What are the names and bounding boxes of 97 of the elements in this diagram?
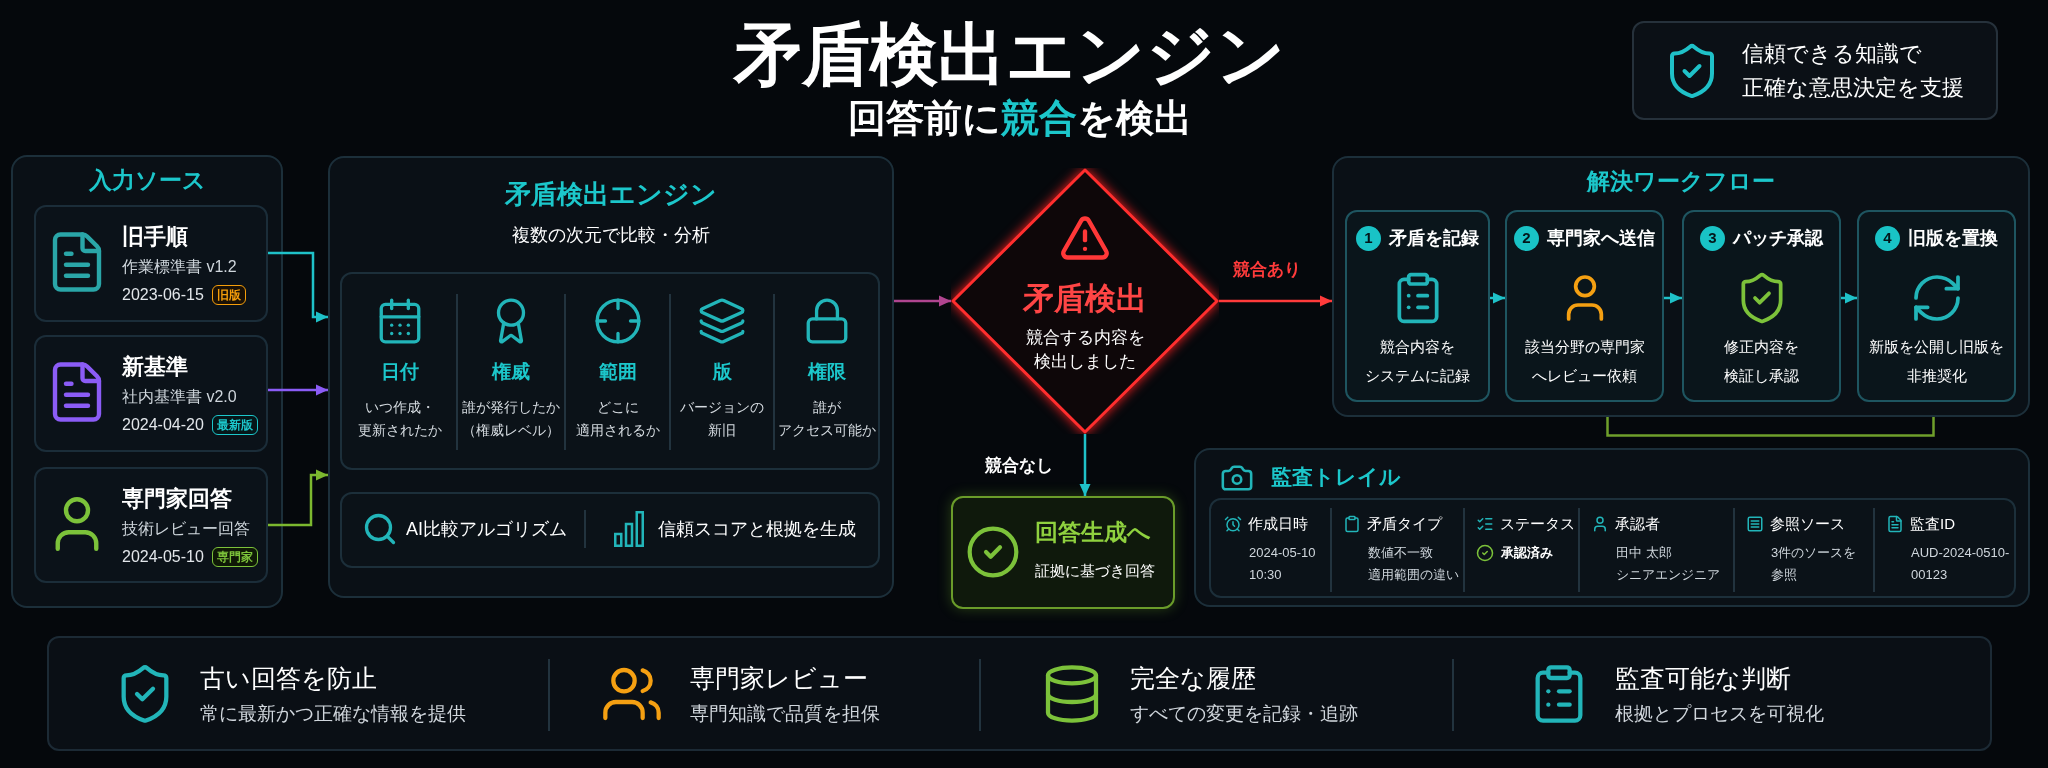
panel-title: 矛盾検出エンジン <box>505 178 717 211</box>
cell-value: AUD-2024-0510-00123 <box>1911 544 2011 584</box>
dimension-label: 権限 <box>807 360 846 384</box>
step-card <box>1857 210 2016 402</box>
card-title: 旧手順 <box>122 223 189 251</box>
dimension-label: 日付 <box>381 360 419 384</box>
arrow <box>268 251 328 323</box>
status-tag: 最新版 <box>211 415 258 435</box>
arrow <box>894 295 951 307</box>
step-description: 該当分野の専門家へレビュー依頼 <box>1523 337 1646 386</box>
decision-diamond <box>951 168 1219 434</box>
dimension-label: 権威 <box>492 360 530 384</box>
source-card <box>34 335 268 452</box>
cell-value: シニアエンジニア <box>1616 566 1721 584</box>
step-card <box>1682 210 1841 402</box>
decision-text: 競合する内容を検出しました <box>1024 327 1146 373</box>
panel <box>1194 448 2030 607</box>
feature-text: 信頼スコアと根拠を生成 <box>658 518 856 541</box>
step-description: 競合内容をシステムに記録 <box>1364 337 1471 386</box>
card-title: 新基準 <box>122 353 189 381</box>
audit-table <box>1209 498 2016 598</box>
step-card <box>1505 210 1664 402</box>
step-title: パッチ承認 <box>1733 227 1823 250</box>
arrow <box>1664 292 1682 304</box>
cell-value: 2024-05-10 10:30 <box>1249 544 1317 584</box>
card-subtitle: 社内基準書 v2.0 <box>122 387 238 407</box>
card-title: 専門家回答 <box>122 485 233 513</box>
result-box <box>951 496 1175 609</box>
status-tag: 旧版 <box>211 285 246 305</box>
step-card <box>1345 210 1490 402</box>
panel-subtitle: 複数の次元で比較・分析 <box>512 224 710 247</box>
step-number: 2 <box>1514 225 1539 251</box>
feature-description: すべての変更を記録・追跡 <box>1130 702 1358 726</box>
panel <box>11 155 283 608</box>
arrow <box>268 469 328 527</box>
step-description: 修正内容を検証し承認 <box>1723 337 1800 386</box>
column-header: 承認者 <box>1615 514 1660 534</box>
feature-description: 常に最新かつ正確な情報を提供 <box>200 702 466 726</box>
dimension-label: 範囲 <box>598 360 637 384</box>
feature-title: 監査可能な判断 <box>1615 663 1792 694</box>
card-subtitle: 技術レビュー回答 <box>122 519 251 539</box>
status-tag: 専門家 <box>211 547 258 567</box>
cell-value: 承認済み <box>1501 544 1554 562</box>
date-text: 2024-05-10 <box>122 547 204 567</box>
dimension-description: いつ作成・更新されたか <box>357 399 443 440</box>
step-title: 旧版を置換 <box>1908 227 1998 250</box>
step-description: 新版を公開し旧版を非推奨化 <box>1868 337 2005 386</box>
dimension-description: バージョンの新旧 <box>679 399 765 440</box>
step-title: 矛盾を記録 <box>1389 227 1479 250</box>
feature-description: 専門知識で品質を担保 <box>690 702 880 726</box>
dimension-description: 誰が発行したか（権威レベル） <box>461 399 561 440</box>
column-header: 参照ソース <box>1770 514 1845 534</box>
panel-title: 監査トレイル <box>1271 464 1401 490</box>
feature-band <box>47 636 1992 751</box>
source-card <box>34 205 268 322</box>
feature-title: 完全な履歴 <box>1130 663 1257 694</box>
step-number: 3 <box>1700 225 1725 251</box>
dimension-label: 版 <box>712 360 732 384</box>
feature-title: 古い回答を防止 <box>200 663 378 694</box>
arrow <box>268 384 328 396</box>
step-title: 専門家へ送信 <box>1547 227 1655 250</box>
cell-value: 田中 太郎 <box>1616 544 1673 562</box>
arrow <box>1079 434 1091 496</box>
dimension-description: 誰がアクセス可能か <box>776 399 877 440</box>
date-text: 2023-06-15 <box>122 285 204 305</box>
feature-text: AI比較アルゴリズム <box>406 518 567 541</box>
feature-description: 根拠とプロセスを可視化 <box>1615 702 1824 726</box>
panel <box>1332 156 2030 417</box>
arrow <box>1490 292 1505 304</box>
card-subtitle: 作業標準書 v1.2 <box>122 257 238 277</box>
column-header: 作成日時 <box>1248 514 1308 534</box>
column-header: ステータス <box>1500 514 1575 534</box>
result-text: 証拠に基づき回答 <box>1035 561 1155 581</box>
column-header: 監査ID <box>1910 514 1955 534</box>
decision-title: 矛盾検出 <box>1023 280 1147 318</box>
panel-title: 入力ソース <box>88 166 206 195</box>
result-title: 回答生成へ <box>1035 518 1151 547</box>
step-number: 4 <box>1875 225 1900 251</box>
cell-value: 3件のソースを参照 <box>1771 544 1858 584</box>
feature-bar <box>340 492 880 568</box>
arrow <box>1219 295 1332 307</box>
column-header: 矛盾タイプ <box>1367 514 1442 534</box>
dimension-panel <box>340 272 880 470</box>
panel-title: 解決ワークフロー <box>1587 167 1775 196</box>
title: 矛盾検出エンジン <box>734 15 1286 93</box>
cell-value: 数値不一致 <box>1368 544 1434 562</box>
info-card <box>1632 21 1998 120</box>
feature-title: 専門家レビュー <box>690 663 869 694</box>
info-text: 信頼できる知識で正確な意思決定を支援 <box>1742 39 1965 102</box>
dimension-description: どこに適用されるか <box>574 399 661 440</box>
cell-value: 適用範囲の違い <box>1368 566 1460 584</box>
panel <box>328 156 894 598</box>
date-text: 2024-04-20 <box>122 415 204 435</box>
step-number: 1 <box>1356 225 1381 251</box>
source-card <box>34 467 268 583</box>
arrow <box>1841 292 1857 304</box>
subtitle: 回答前に競合を検出 <box>848 96 1192 141</box>
